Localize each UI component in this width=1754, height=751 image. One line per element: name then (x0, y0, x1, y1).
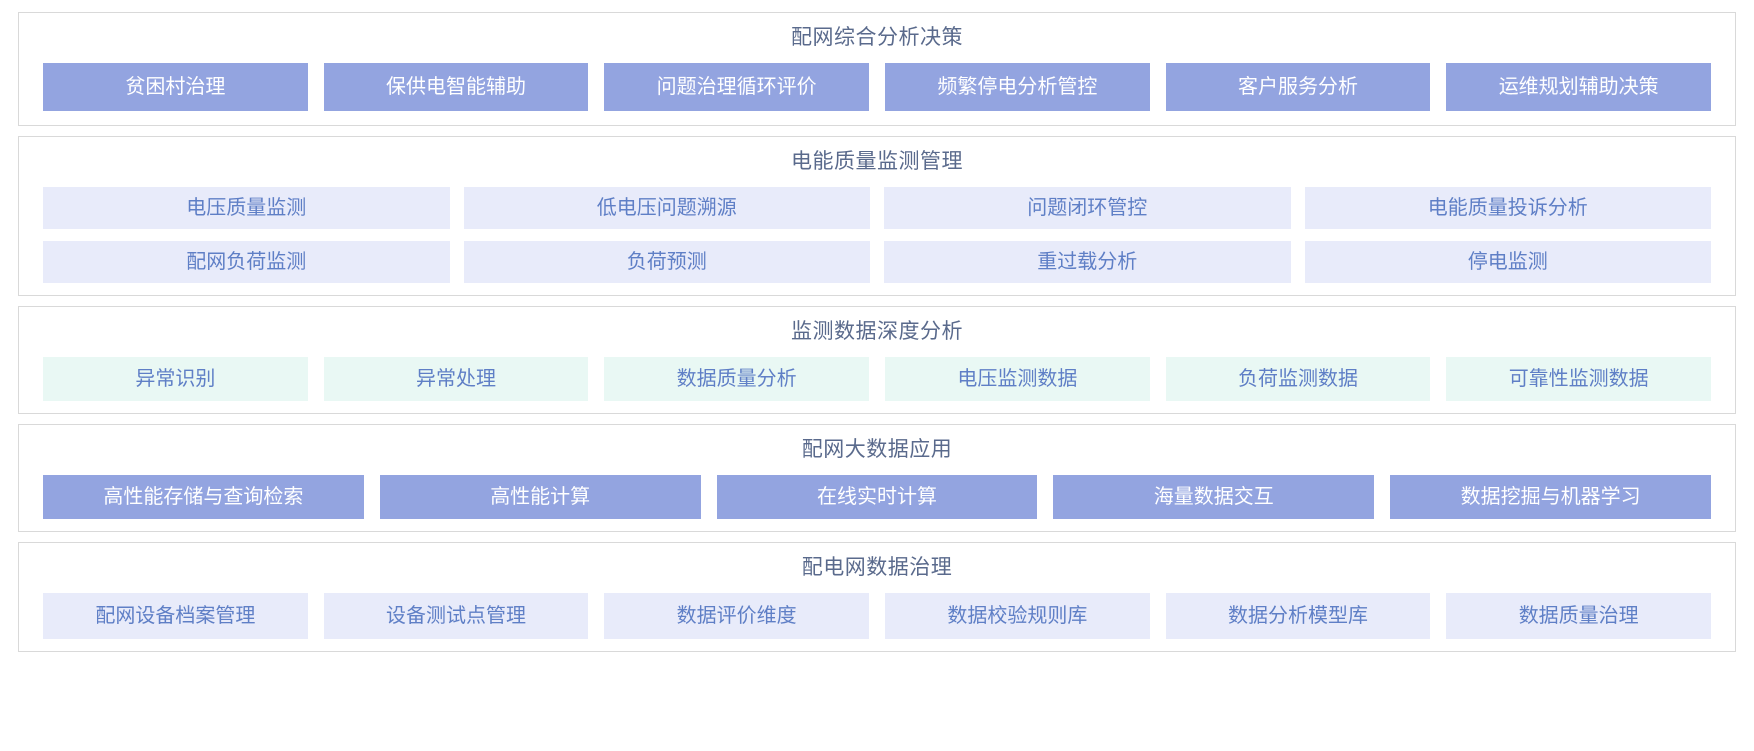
module-button[interactable]: 停电监测 (1304, 241, 1711, 283)
module-button[interactable]: 电能质量投诉分析 (1304, 187, 1711, 229)
button-row: 异常识别异常处理数据质量分析电压监测数据负荷监测数据可靠性监测数据 (43, 357, 1712, 401)
module-button[interactable]: 负荷监测数据 (1165, 357, 1431, 401)
module-button[interactable]: 运维规划辅助决策 (1446, 63, 1712, 111)
module-button[interactable]: 在线实时计算 (716, 475, 1038, 519)
module-button[interactable]: 数据质量分析 (604, 357, 870, 401)
module-button[interactable]: 电压监测数据 (885, 357, 1150, 401)
module-button[interactable]: 保供电智能辅助 (323, 63, 589, 111)
section-card: 配网大数据应用高性能存储与查询检索高性能计算在线实时计算海量数据交互数据挖掘与机… (18, 424, 1736, 532)
section-title: 监测数据深度分析 (791, 320, 963, 343)
section-card: 配网综合分析决策贫困村治理保供电智能辅助问题治理循环评价频繁停电分析管控客户服务… (18, 12, 1736, 126)
module-button[interactable]: 配网设备档案管理 (43, 593, 308, 639)
module-button[interactable]: 负荷预测 (463, 241, 870, 283)
module-button[interactable]: 高性能存储与查询检索 (43, 475, 364, 519)
module-button[interactable]: 低电压问题溯源 (463, 187, 870, 229)
module-button[interactable]: 重过载分析 (884, 241, 1291, 283)
section-card: 配电网数据治理配网设备档案管理设备测试点管理数据评价维度数据校验规则库数据分析模… (18, 542, 1736, 652)
button-row: 配网设备档案管理设备测试点管理数据评价维度数据校验规则库数据分析模型库数据质量治… (43, 593, 1712, 639)
module-button[interactable]: 海量数据交互 (1053, 475, 1375, 519)
module-button[interactable]: 数据校验规则库 (885, 593, 1150, 639)
module-button[interactable]: 问题闭环管控 (884, 187, 1291, 229)
module-button[interactable]: 数据挖掘与机器学习 (1390, 475, 1711, 519)
button-row: 高性能存储与查询检索高性能计算在线实时计算海量数据交互数据挖掘与机器学习 (43, 475, 1711, 519)
section-card: 电能质量监测管理电压质量监测低电压问题溯源问题闭环管控电能质量投诉分析配网负荷监… (18, 136, 1736, 296)
section-card: 监测数据深度分析异常识别异常处理数据质量分析电压监测数据负荷监测数据可靠性监测数… (18, 306, 1736, 414)
button-row: 配网负荷监测负荷预测重过载分析停电监测 (43, 241, 1711, 283)
module-button[interactable]: 贫困村治理 (43, 63, 308, 111)
module-button[interactable]: 客户服务分析 (1165, 63, 1431, 111)
module-button[interactable]: 问题治理循环评价 (604, 63, 870, 111)
section-title: 配网大数据应用 (801, 438, 953, 461)
module-button[interactable]: 数据质量治理 (1446, 593, 1712, 639)
section-title: 配电网数据治理 (801, 556, 953, 579)
section-title: 电能质量监测管理 (791, 150, 963, 173)
module-button[interactable]: 数据分析模型库 (1165, 593, 1431, 639)
module-button[interactable]: 频繁停电分析管控 (885, 63, 1150, 111)
button-row: 电压质量监测低电压问题溯源问题闭环管控电能质量投诉分析 (43, 187, 1711, 229)
module-button[interactable]: 异常处理 (323, 357, 589, 401)
module-button[interactable]: 设备测试点管理 (323, 593, 589, 639)
section-title: 配网综合分析决策 (791, 26, 963, 49)
module-button[interactable]: 高性能计算 (379, 475, 701, 519)
module-button[interactable]: 可靠性监测数据 (1446, 357, 1712, 401)
module-button[interactable]: 异常识别 (43, 357, 308, 401)
button-row: 贫困村治理保供电智能辅助问题治理循环评价频繁停电分析管控客户服务分析运维规划辅助… (43, 63, 1712, 111)
module-button[interactable]: 电压质量监测 (43, 187, 450, 229)
module-button[interactable]: 数据评价维度 (604, 593, 870, 639)
module-button[interactable]: 配网负荷监测 (43, 241, 450, 283)
